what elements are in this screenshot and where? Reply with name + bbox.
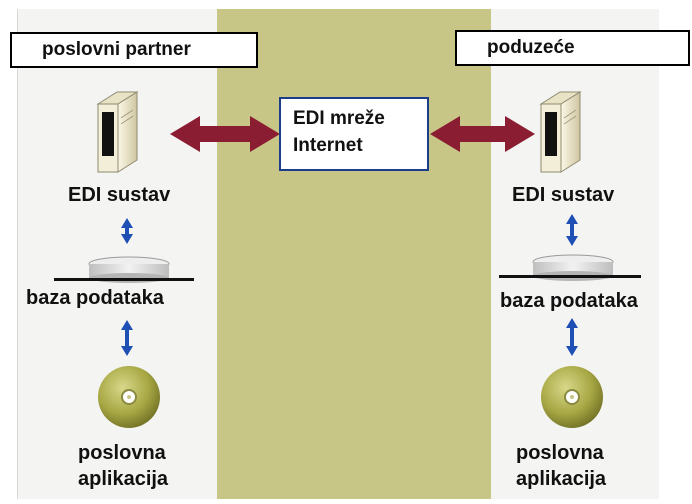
right-double-arrow [430,116,535,152]
right-cd-icon [541,366,603,428]
company-header: poduzeće [455,30,690,66]
right-computer-icon [539,91,582,173]
right-database-icon [499,254,641,281]
edi-network-box: EDI mreže Internet [279,97,429,171]
left-edi-system-label: EDI sustav [68,184,171,206]
left-computer-icon [96,91,139,173]
right-database-label: baza podataka [500,290,638,312]
left-app-label-line1: poslovna [78,442,166,464]
right-app-label-line2: aplikacija [516,468,607,490]
network-band [217,9,491,499]
right-app-label-line1: poslovna [516,442,604,464]
right-app-label: poslovna aplikacija [516,440,606,492]
left-double-arrow [170,116,280,152]
right-upper-vertical-arrow [566,214,578,246]
left-app-label-line2: aplikacija [78,468,169,490]
business-partner-header: poslovni partner [10,32,258,68]
left-app-label: poslovna aplikacija [78,440,168,492]
right-edi-system-label: EDI sustav [512,184,615,206]
right-lower-vertical-arrow [566,318,578,356]
network-label-line1: EDI mreže [293,108,385,129]
left-database-icon [54,256,194,283]
right-margin [659,9,692,499]
network-label-line2: Internet [293,135,363,156]
left-database-label: baza podataka [26,287,164,309]
left-lower-vertical-arrow [121,320,133,356]
left-upper-vertical-arrow [121,218,133,244]
left-cd-icon [98,366,160,428]
